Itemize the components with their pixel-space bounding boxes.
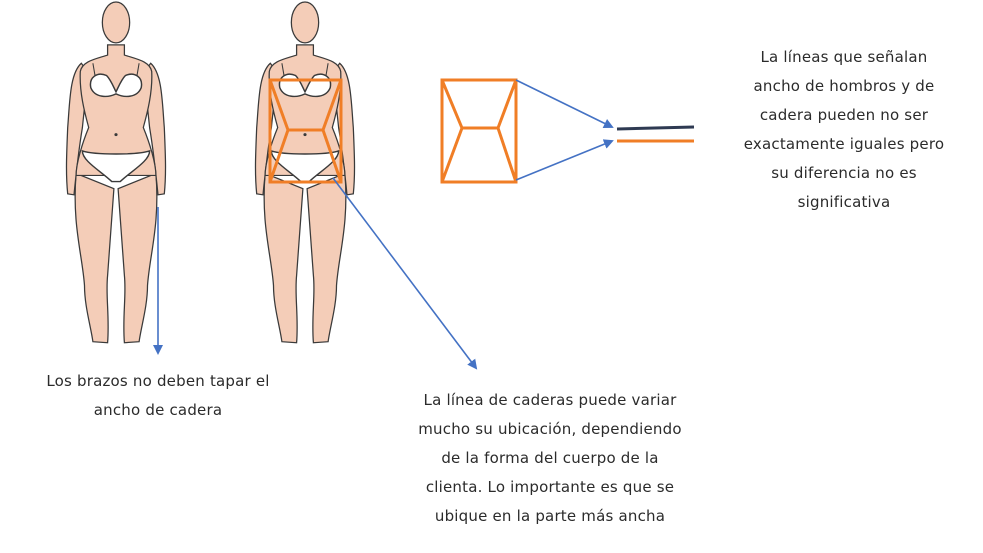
caption-lines-line: significativa	[797, 193, 891, 211]
caption-lines: La líneas que señalan ancho de hombros y…	[706, 43, 982, 217]
figure-left	[65, 1, 167, 344]
caption-hips-line: de la forma del cuerpo de la	[441, 449, 659, 467]
caption-hips-line: clienta. Lo importante es que se	[425, 478, 675, 496]
caption-lines-line: exactamente iguales pero	[743, 135, 945, 153]
arrow-to-shoulder-line	[515, 79, 614, 128]
caption-hips-line: La línea de caderas puede variar	[423, 391, 677, 409]
caption-hips-line: ubique en la parte más ancha	[434, 507, 666, 525]
body-guide-box	[268, 78, 343, 184]
caption-lines-line: La líneas que señalan	[760, 48, 928, 66]
caption-arms-line: ancho de cadera	[93, 401, 223, 419]
shoulder-width-line	[616, 125, 695, 131]
caption-hips-line: mucho su ubicación, dependiendo	[418, 420, 682, 438]
arrow-to-hip-line	[515, 139, 614, 181]
caption-arms: Los brazos no deben tapar el ancho de ca…	[0, 367, 316, 425]
caption-lines-line: cadera pueden no ser	[759, 106, 929, 124]
arrow-hips	[332, 177, 478, 370]
caption-arms-line: Los brazos no deben tapar el	[46, 372, 270, 390]
caption-hips: La línea de caderas puede variar mucho s…	[372, 386, 728, 531]
isolated-guide-shape	[440, 78, 518, 184]
caption-lines-line: su diferencia no es	[771, 164, 917, 182]
caption-lines-line: ancho de hombros y de	[753, 77, 935, 95]
